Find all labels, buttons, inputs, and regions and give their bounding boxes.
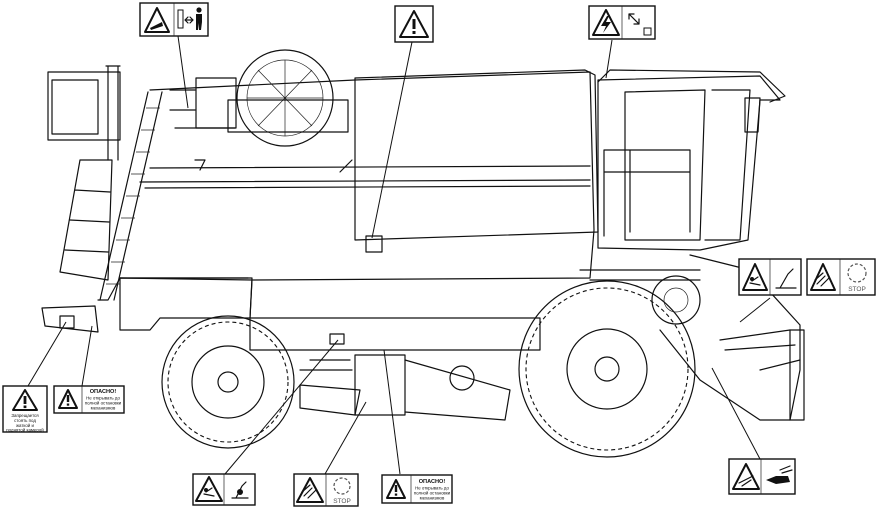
grain-tank xyxy=(354,69,599,241)
lower-body xyxy=(119,277,253,331)
resize-arrow-icon xyxy=(628,13,640,25)
danger-line-3: механизмов xyxy=(91,406,116,411)
panel-notch-2 xyxy=(339,159,353,173)
tool-box xyxy=(329,333,345,345)
feeder-belt xyxy=(579,269,701,281)
feeder-drum xyxy=(651,275,701,325)
feeder-drum-hub xyxy=(663,287,689,313)
unloading-chute xyxy=(404,359,511,421)
rear-wheel-rim xyxy=(191,345,265,419)
entanglement-hazard-icon xyxy=(742,263,768,291)
front-wheel-hub xyxy=(594,356,620,382)
leader-lines xyxy=(27,35,771,475)
cab-railing xyxy=(603,149,691,237)
danger-heading: ОПАСНО! xyxy=(419,479,446,485)
straw-chopper xyxy=(41,305,99,333)
rotary-screen-spokes xyxy=(247,60,323,136)
cooler-panel xyxy=(51,79,99,135)
header-frame xyxy=(789,329,805,421)
ladder-rail-left xyxy=(99,91,149,301)
stop-text: STOP xyxy=(848,286,866,293)
cleaning-shoe xyxy=(354,354,406,416)
leader-bottom-right xyxy=(711,367,761,460)
platform-railing xyxy=(59,159,113,281)
label-line-2: стоять под xyxy=(14,418,36,423)
chute-pulley xyxy=(449,365,475,391)
rotary-screen xyxy=(236,49,334,147)
battery-icon xyxy=(643,27,652,36)
air-cooler-box xyxy=(47,71,121,141)
danger-line-3: механизмов xyxy=(420,496,445,501)
label-entanglement xyxy=(192,473,256,506)
cab-rear-window xyxy=(704,89,751,241)
hydraulic-arm xyxy=(719,329,801,371)
rear-wheel-tire xyxy=(161,315,295,449)
danger-line-1: Не открывать до xyxy=(86,396,120,401)
axle-link xyxy=(299,359,353,371)
leader-top-center xyxy=(371,41,413,239)
hand-cut-icon xyxy=(766,476,790,484)
label-danger-center: ОПАСНО! Не открывать до полной остановки… xyxy=(381,474,453,504)
label-rotating-parts: STOP xyxy=(293,473,359,507)
rear-wheel-tread xyxy=(167,321,289,443)
machine-bar-icon xyxy=(177,9,184,29)
chassis-beam xyxy=(249,317,541,351)
fuel-cap xyxy=(365,235,383,253)
person-icon xyxy=(196,7,202,13)
chopper-warning-plate xyxy=(59,315,75,329)
leader-bottom-1 xyxy=(224,339,339,475)
leader-left-danger xyxy=(81,325,93,387)
entanglement-hazard-icon xyxy=(195,476,223,502)
main-hull xyxy=(97,71,595,319)
label-general-warning xyxy=(394,5,434,43)
danger-line-2: полной остановки xyxy=(414,491,451,496)
mirror xyxy=(744,97,761,133)
label-right-pair: STOP xyxy=(738,258,876,296)
leader-bottom-left xyxy=(27,321,67,387)
label-keep-distance xyxy=(139,2,209,37)
stop-rotation-icon xyxy=(333,477,351,495)
leader-bottom-3 xyxy=(383,349,401,475)
danger-line-2: полной остановки xyxy=(85,401,122,406)
cab-frame xyxy=(597,75,781,251)
label-line-1: Запрещается xyxy=(11,413,39,418)
danger-line-1: Не открывать до xyxy=(415,486,449,491)
stop-text: STOP xyxy=(333,498,351,505)
side-stripe-upper xyxy=(149,165,591,169)
label-line-4: поднятой камерой xyxy=(6,428,44,433)
exhaust-stack xyxy=(105,65,121,161)
side-stripe-mid xyxy=(139,179,591,183)
auger-icon xyxy=(775,268,797,289)
ladder-rungs xyxy=(106,107,160,285)
front-wheel-tire xyxy=(518,280,696,458)
front-wheel-tread xyxy=(525,287,689,451)
leader-right xyxy=(739,297,771,323)
danger-heading: ОПАСНО! xyxy=(90,389,117,395)
engine-housing xyxy=(227,99,349,133)
label-danger-left: ОПАСНО! Не открывать до полной остановки… xyxy=(53,385,125,414)
cab-window xyxy=(624,89,706,241)
leader-bottom-2 xyxy=(324,401,367,475)
leader-top-right xyxy=(605,39,613,79)
label-line-3: жаткой и xyxy=(16,423,34,428)
distance-arrow-icon xyxy=(184,16,194,24)
rear-axle-housing xyxy=(299,384,361,416)
side-stripe-low xyxy=(144,185,591,189)
label-cutting-hazard xyxy=(728,458,796,495)
label-electrical-hazard xyxy=(588,5,656,40)
front-wheel-rim xyxy=(566,328,648,410)
combine-harvester xyxy=(41,49,805,458)
label-do-not-stand: Запрещается стоять под жаткой и поднятой… xyxy=(2,385,48,433)
rear-wheel-hub xyxy=(217,371,239,393)
panel-notch xyxy=(194,159,206,171)
engine-detail xyxy=(169,89,236,129)
cab-roof xyxy=(597,69,786,103)
leader-top-left xyxy=(177,35,189,109)
stop-rotation-icon xyxy=(847,263,867,283)
